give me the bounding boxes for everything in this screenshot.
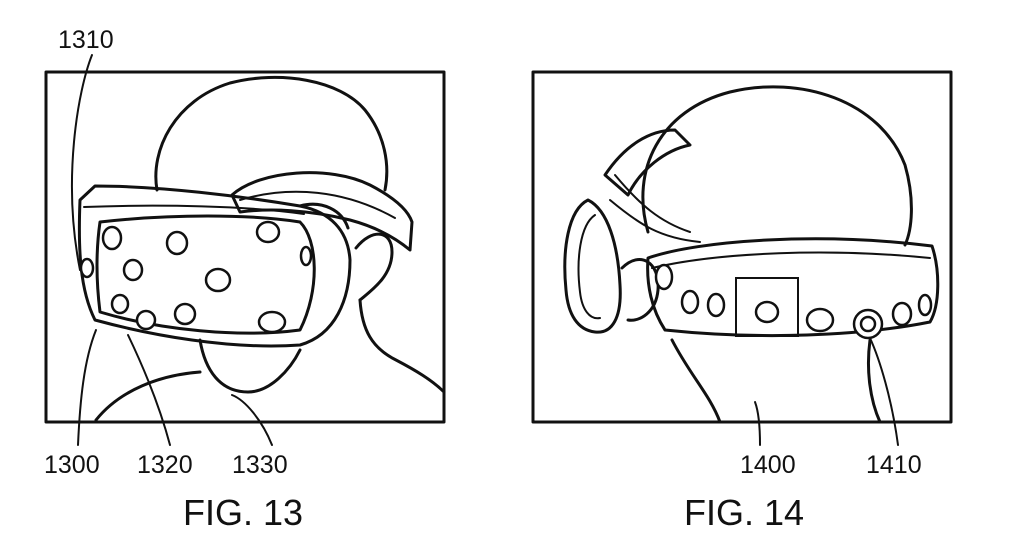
fig13-caption: FIG. 13 [183,492,303,533]
fig13-strap-inner [239,190,396,219]
fig13-ear [354,232,394,302]
fig13-light-dot [165,230,189,256]
ref-1330: 1330 [232,451,288,479]
fig14-strap-top [603,128,692,197]
fig14-front-unit-inner [577,214,601,320]
fig13-light-dot [257,310,287,334]
fig13-light-dot [110,293,130,315]
fig13-light-dots [79,220,313,334]
fig14-light-dot [891,301,913,327]
ref-1320: 1320 [137,451,193,479]
fig13-visor-face [95,214,316,335]
leader-1310 [71,54,93,271]
fig14-light-dot [917,293,933,317]
fig13-head-outline [154,75,389,192]
fig13-neck-back [358,298,446,394]
fig14-light-dot [654,263,674,291]
fig13-light-dot [204,267,232,293]
fig14-rear-panel [735,277,799,337]
fig14-caption: FIG. 14 [684,492,804,533]
leader-1330 [231,394,273,446]
fig13-frame [44,70,446,424]
fig14-ear [620,257,660,322]
fig13-visor-rim [83,204,305,215]
leader-1300 [77,329,97,446]
fig13-light-dot [255,220,281,244]
fig14-head-dome [641,85,913,247]
fig14-indicator-inner [859,315,877,333]
ref-1300: 1300 [44,451,100,479]
fig13-visor-shell [77,184,352,348]
fig13-shoulder [94,370,202,422]
fig13-light-dot [299,245,313,267]
fig14-headband [646,237,940,338]
fig13-panel: 1310 1300 1320 1330 FIG. 13 [44,26,446,533]
fig14-headband-rim [651,251,931,269]
fig13-chin [198,338,302,394]
fig13-visor-side [298,202,350,230]
leader-1320 [127,334,171,446]
fig14-light-dot [706,292,726,318]
fig14-strap-line [609,199,701,243]
fig14-strap-line-2 [614,174,691,233]
ref-1400: 1400 [740,451,796,479]
leader-1400 [754,401,761,446]
fig14-frame [531,70,953,424]
fig14-neck [670,338,722,424]
fig13-strap-top [230,171,414,252]
fig14-light-dots [654,263,933,333]
fig14-light-dot [754,300,780,324]
fig14-panel: 1400 1410 FIG. 14 [531,70,953,533]
fig14-light-dot [680,289,700,315]
fig13-light-dot [173,302,197,326]
fig13-light-dot [135,309,157,331]
fig14-neck-back [867,338,882,424]
fig14-front-unit [563,198,622,334]
ref-1310: 1310 [58,26,114,54]
fig14-light-dot [805,307,835,333]
fig13-light-dot [79,257,95,279]
leader-1410 [869,337,899,446]
ref-1410: 1410 [866,451,922,479]
fig13-light-dot [101,225,123,251]
fig13-light-dot [122,258,144,282]
